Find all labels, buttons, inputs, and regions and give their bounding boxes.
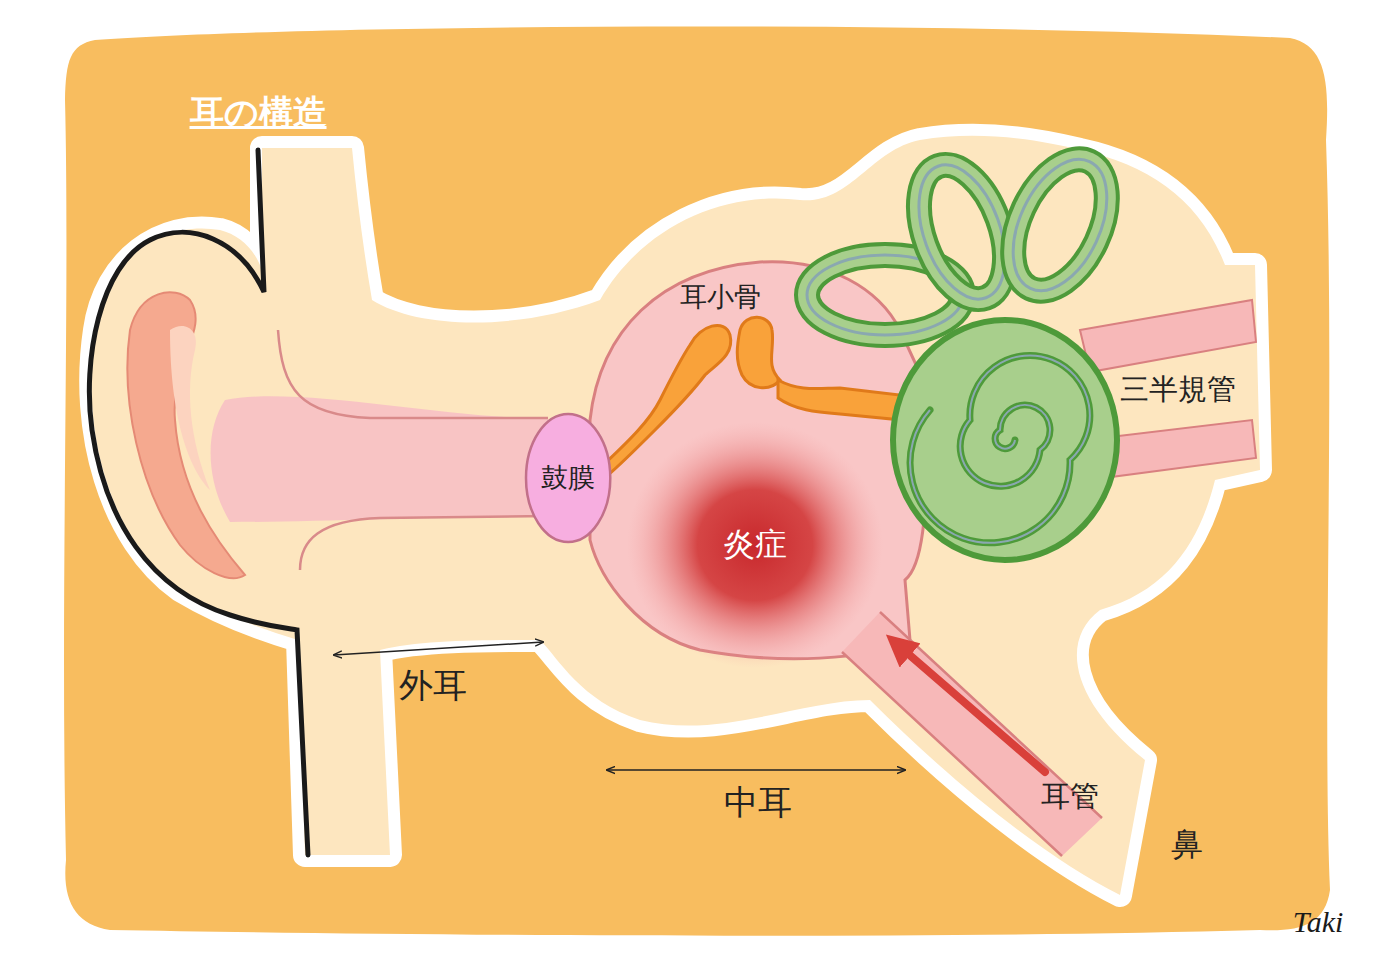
- canal-wall: [300, 516, 548, 570]
- eustachian-tube: [842, 612, 1102, 856]
- part-label: 三半規管: [1120, 370, 1236, 410]
- range-arrow: [607, 769, 905, 771]
- part-label: 耳小骨: [680, 279, 761, 315]
- range-arrow: [334, 642, 543, 655]
- ear-canal: [211, 396, 548, 522]
- nerve-band: [1080, 300, 1256, 372]
- cochlea-spiral: [910, 355, 1090, 542]
- incus: [737, 317, 780, 388]
- cochlea-spiral: [910, 355, 1090, 542]
- title: 耳の構造: [190, 90, 327, 136]
- orange-ground: [64, 26, 1330, 935]
- membrane-ellipse: [526, 414, 610, 542]
- canal-wall: [278, 330, 548, 418]
- signature: Taki: [1293, 905, 1344, 939]
- tube-wall: [842, 612, 1102, 856]
- node-text: 鼓膜: [541, 460, 595, 496]
- tympanic-membrane: 鼓膜: [524, 412, 612, 544]
- region-label: 中耳: [724, 780, 792, 826]
- cochlea: [893, 320, 1117, 560]
- inflammation-area: 炎症: [625, 420, 885, 670]
- inflammation-glow: [627, 422, 883, 668]
- stapes: [778, 380, 902, 420]
- pinna-fold: [170, 326, 210, 490]
- semicircular-canals: [807, 145, 1126, 335]
- region-label: 外耳: [399, 663, 467, 709]
- part-label: 耳管: [1041, 777, 1099, 817]
- node-text: 炎症: [723, 523, 787, 567]
- flow-arrow: [898, 645, 1045, 772]
- part-label: 鼻: [1171, 823, 1203, 867]
- tissue-silhouette: [91, 136, 1260, 895]
